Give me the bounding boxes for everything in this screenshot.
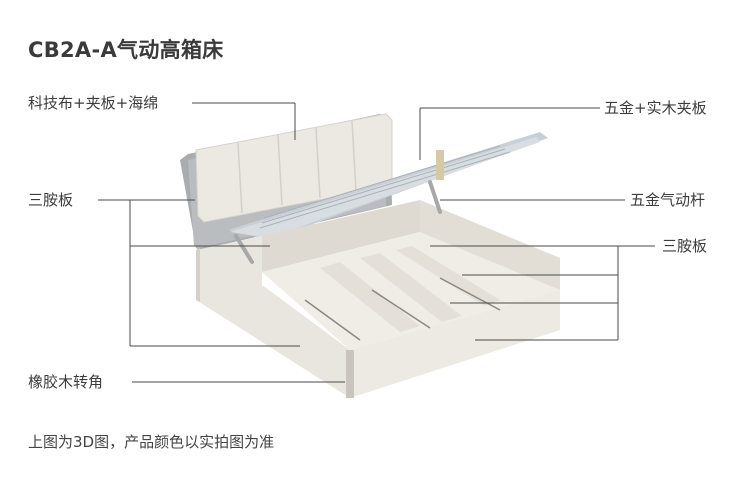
gas-strut-icon [234, 180, 442, 264]
disclaimer-note: 上图为3D图，产品颜色以实拍图为准 [28, 433, 275, 451]
product-title: CB2A-A气动高箱床 [28, 38, 224, 62]
label-headboard-side-panel: 三胺板 [28, 191, 74, 209]
label-gas-strut: 五金气动杆 [630, 191, 706, 209]
label-inner-panel: 三胺板 [662, 237, 708, 255]
label-headboard-material: 科技布+夹板+海绵 [28, 94, 159, 112]
bed-frame-front [350, 290, 560, 398]
label-corner: 橡胶木转角 [28, 373, 104, 391]
divider-3 [396, 246, 500, 306]
bed-frame-left [196, 236, 350, 398]
leader-lines [98, 102, 655, 383]
divider-2 [360, 253, 462, 322]
label-lid-material: 五金+实木夹板 [604, 99, 707, 117]
divider-1 [320, 262, 420, 332]
